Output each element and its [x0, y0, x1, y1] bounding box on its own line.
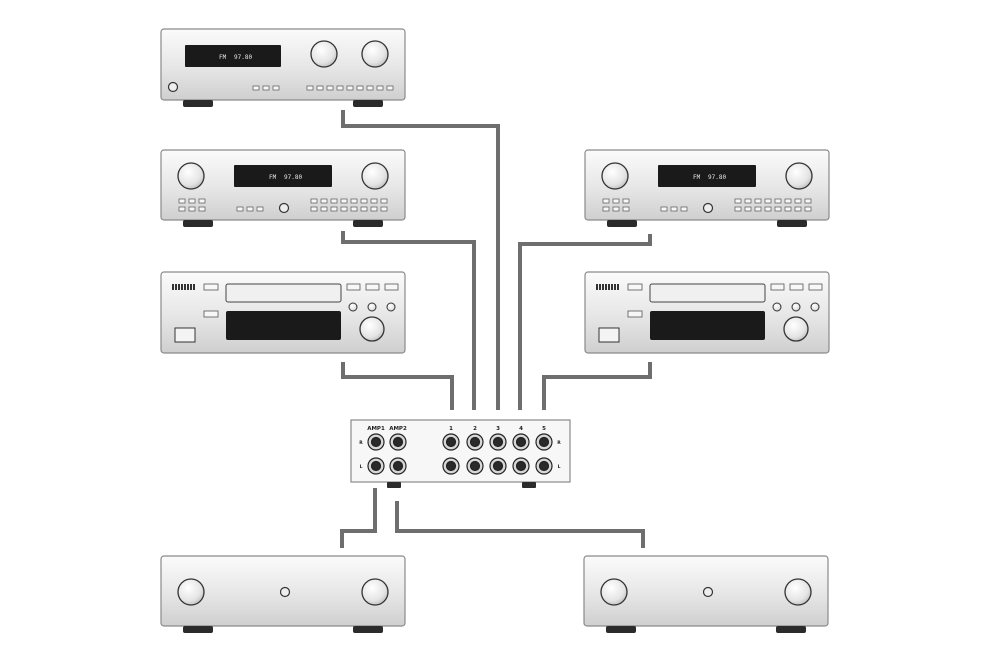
receiver-left: FM 97.80 — [160, 149, 406, 227]
cable-amp2-output — [395, 501, 645, 548]
cable-source-top-receiver — [341, 110, 500, 410]
source-3-label: 3 — [496, 426, 500, 432]
power-button-icon[interactable] — [278, 202, 290, 214]
small-knob-icon[interactable] — [810, 302, 820, 312]
receiver-display — [185, 45, 281, 67]
volume-knob-icon[interactable] — [361, 162, 389, 190]
amp1-label: AMP1 — [367, 426, 385, 432]
cables — [340, 110, 652, 548]
eject-button[interactable] — [203, 283, 219, 291]
cd-display — [226, 311, 341, 340]
pause-button[interactable] — [808, 283, 823, 291]
volume-knob-icon[interactable] — [785, 162, 813, 190]
audio-switch-box: AMP1 AMP2 1 2 3 4 5 R L R L — [350, 419, 571, 488]
pause-button[interactable] — [384, 283, 399, 291]
channel-left-label: L — [558, 464, 561, 470]
play-button[interactable] — [346, 283, 361, 291]
brand-grille — [596, 284, 619, 290]
input-knob-icon[interactable] — [310, 40, 338, 68]
amplifier-right — [583, 555, 829, 633]
receiver-right: FM 97.80 — [584, 149, 830, 227]
mode-button[interactable] — [627, 310, 643, 318]
brand-grille — [172, 284, 195, 290]
receiver-display — [234, 165, 332, 187]
button-row — [252, 85, 394, 91]
volume-knob-icon[interactable] — [361, 40, 389, 68]
power-button-icon[interactable] — [702, 202, 714, 214]
channel-right-label: R — [557, 440, 561, 446]
cable-source-left-receiver — [341, 231, 476, 410]
input-knob-icon[interactable] — [177, 578, 205, 606]
display-band: FM — [219, 54, 227, 61]
input-knob-icon[interactable] — [601, 162, 629, 190]
small-knob-icon[interactable] — [367, 302, 377, 312]
display-frequency: 97.80 — [708, 174, 726, 181]
rca-jacks — [367, 433, 553, 475]
eject-button[interactable] — [627, 283, 643, 291]
button-row — [602, 198, 812, 212]
volume-knob-icon[interactable] — [359, 316, 385, 342]
source-2-label: 2 — [473, 426, 477, 432]
cd-display — [650, 311, 765, 340]
volume-knob-icon[interactable] — [783, 316, 809, 342]
display-band: FM — [269, 174, 277, 181]
power-button-icon[interactable] — [598, 327, 620, 343]
disc-tray[interactable] — [649, 283, 766, 303]
volume-knob-icon[interactable] — [361, 578, 389, 606]
stop-button[interactable] — [365, 283, 380, 291]
small-knob-icon[interactable] — [772, 302, 782, 312]
small-knob-icon[interactable] — [386, 302, 396, 312]
source-5-label: 5 — [542, 426, 546, 432]
power-button-icon[interactable] — [167, 81, 179, 93]
amp2-label: AMP2 — [389, 426, 407, 432]
mode-button[interactable] — [203, 310, 219, 318]
input-knob-icon[interactable] — [177, 162, 205, 190]
display-frequency: 97.80 — [234, 54, 252, 61]
cd-player-left — [160, 271, 406, 354]
channel-left-label: L — [360, 464, 363, 470]
receiver-display — [658, 165, 756, 187]
cable-source-right-receiver — [518, 234, 652, 410]
power-button-icon[interactable] — [279, 586, 291, 598]
small-knob-icon[interactable] — [348, 302, 358, 312]
display-frequency: 97.80 — [284, 174, 302, 181]
play-button[interactable] — [770, 283, 785, 291]
cd-player-right — [584, 271, 830, 354]
power-button-icon[interactable] — [702, 586, 714, 598]
input-knob-icon[interactable] — [600, 578, 628, 606]
channel-right-label: R — [359, 440, 363, 446]
source-4-label: 4 — [519, 426, 523, 432]
small-knob-icon[interactable] — [791, 302, 801, 312]
cable-source-right-cd — [542, 362, 652, 410]
source-1-label: 1 — [449, 426, 453, 432]
disc-tray[interactable] — [225, 283, 342, 303]
receiver-top: FM 97.80 — [160, 28, 406, 107]
volume-knob-icon[interactable] — [784, 578, 812, 606]
display-band: FM — [693, 174, 701, 181]
button-row — [178, 198, 388, 212]
stop-button[interactable] — [789, 283, 804, 291]
amplifier-left — [160, 555, 406, 633]
power-button-icon[interactable] — [174, 327, 196, 343]
cable-source-left-cd — [341, 362, 454, 410]
cable-amp1-output — [340, 488, 377, 548]
